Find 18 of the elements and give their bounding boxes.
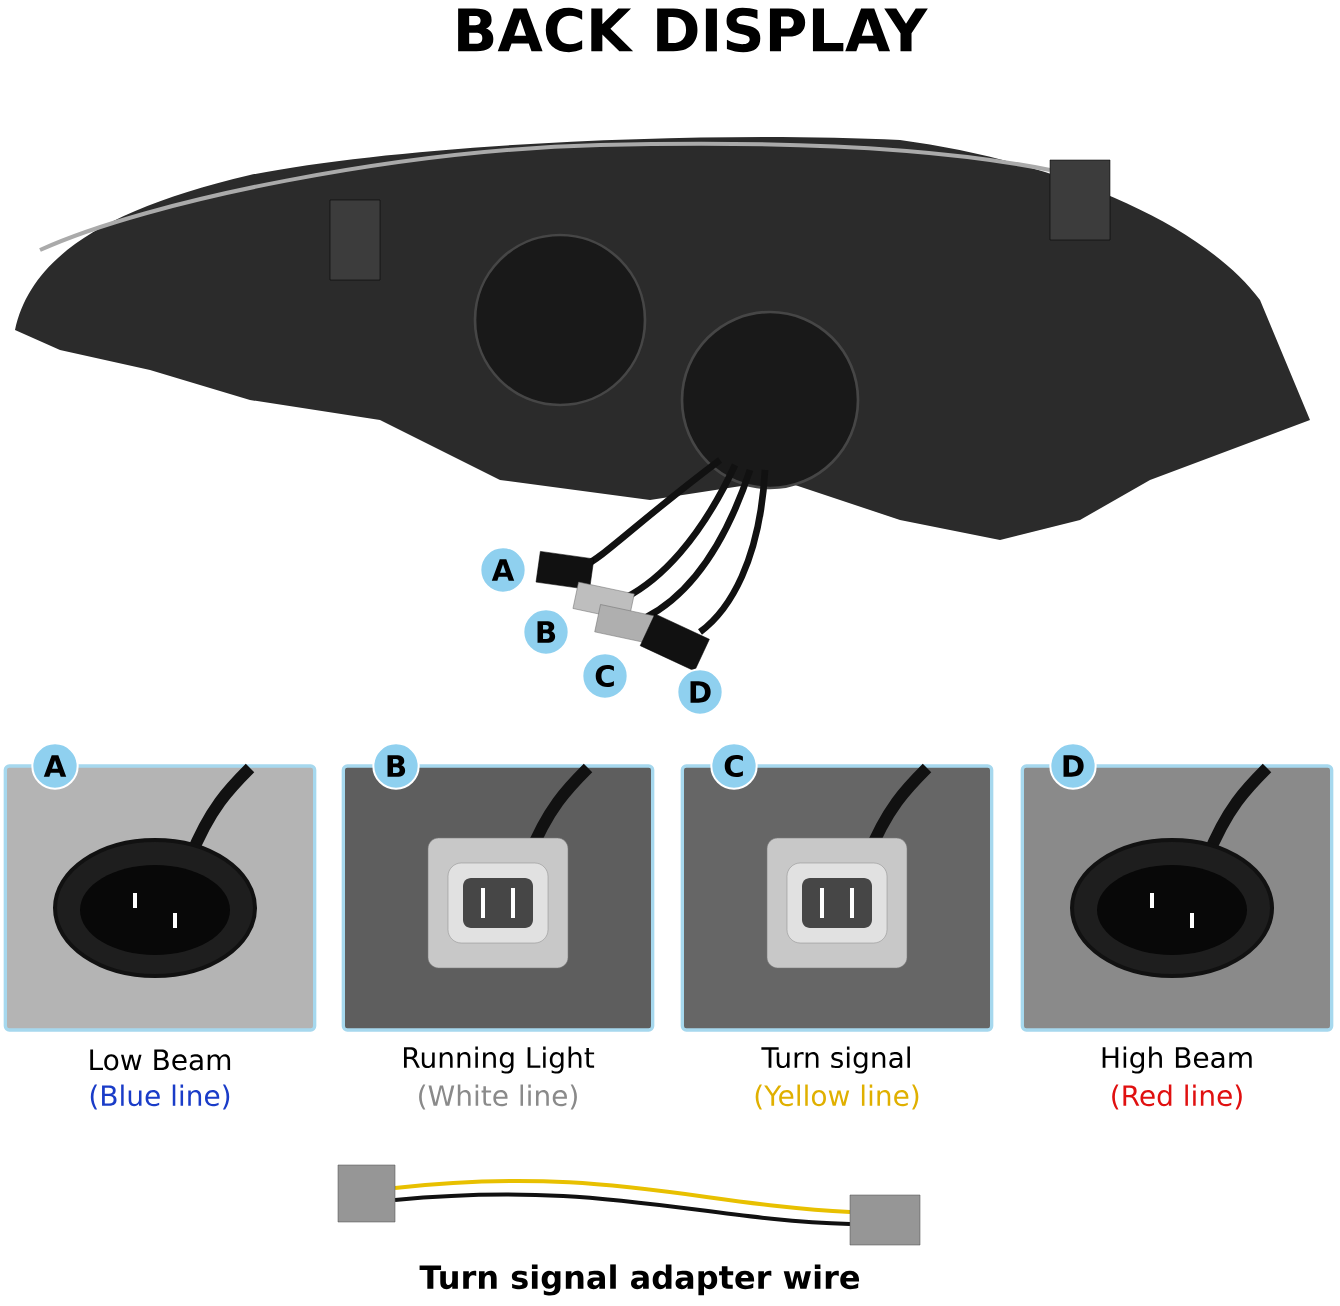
connector-label: (Red line) (1112, 1084, 1242, 1110)
callout-badge: D (676, 668, 724, 716)
callout-badge: C (581, 652, 629, 700)
callout-badge: B (522, 608, 570, 656)
connector-label: (White line) (419, 1084, 577, 1110)
callout-badge: A (31, 742, 79, 790)
caption: Turn signal adapter wire (419, 1264, 860, 1296)
connector-label: Low Beam (90, 1049, 231, 1071)
callout-badge: C (710, 742, 758, 790)
callout-badge: A (479, 546, 527, 594)
callout-badge: B (372, 742, 420, 790)
connector-label: High Beam (1102, 1046, 1252, 1074)
connector-label: Running Light (404, 1046, 595, 1074)
connector-label: (Blue line) (90, 1084, 230, 1110)
callout-badge: D (1049, 742, 1097, 790)
title: BACK DISPLAY (458, 7, 928, 53)
connector-label: Turn signal (761, 1046, 910, 1074)
connector-label: (Yellow line) (755, 1084, 919, 1110)
